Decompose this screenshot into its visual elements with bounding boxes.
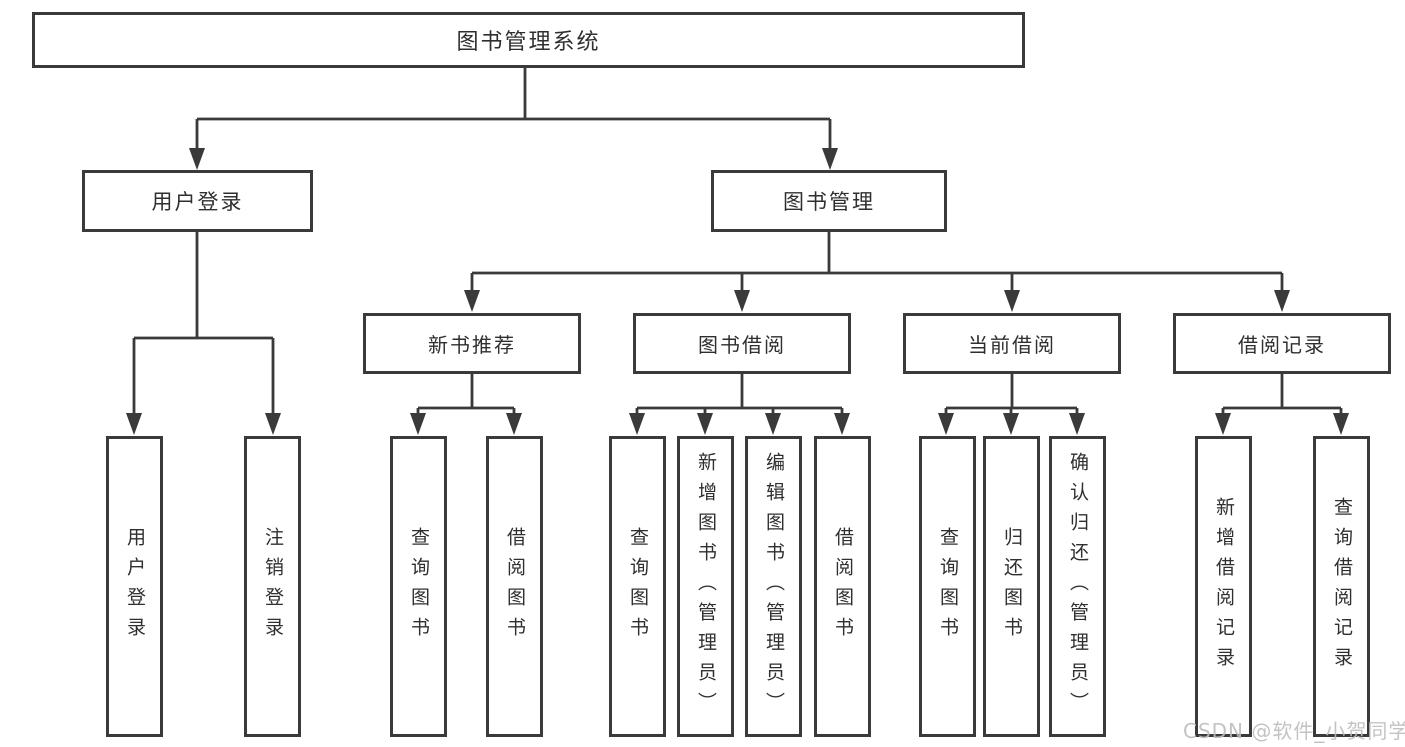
leaf-query-books-current: 查询图书 bbox=[919, 436, 976, 737]
csdn-watermark: CSDN @软件_小贺同学 bbox=[1183, 719, 1405, 743]
leaf-borrow-books-borrow: 借阅图书 bbox=[814, 436, 871, 737]
leaf-label: 确认归还（管理员） bbox=[1067, 451, 1089, 722]
node-borrowing-records: 借阅记录 bbox=[1173, 313, 1391, 374]
node-user-login: 用户登录 bbox=[82, 170, 313, 232]
arrowhead-group bbox=[126, 148, 1349, 435]
leaf-label: 查询图书 bbox=[627, 526, 649, 647]
leaf-query-books-borrow: 查询图书 bbox=[609, 436, 666, 737]
leaf-logout: 注销登录 bbox=[244, 436, 301, 737]
node-current-borrowing: 当前借阅 bbox=[903, 313, 1121, 374]
leaf-borrow-books-recommend: 借阅图书 bbox=[486, 436, 543, 737]
node-book-management: 图书管理 bbox=[711, 170, 947, 232]
leaf-label: 新增图书（管理员） bbox=[695, 451, 717, 722]
leaf-label: 注销登录 bbox=[262, 526, 284, 647]
leaf-label: 查询图书 bbox=[408, 526, 430, 647]
leaf-label: 借阅图书 bbox=[504, 526, 526, 647]
leaf-confirm-return-admin: 确认归还（管理员） bbox=[1049, 436, 1106, 737]
leaf-label: 借阅图书 bbox=[832, 526, 854, 647]
leaf-query-books-recommend: 查询图书 bbox=[390, 436, 447, 737]
leaf-query-borrow-record: 查询借阅记录 bbox=[1313, 436, 1370, 737]
leaf-label: 归还图书 bbox=[1001, 526, 1023, 647]
leaf-label: 编辑图书（管理员） bbox=[763, 451, 785, 722]
leaf-add-borrow-record: 新增借阅记录 bbox=[1195, 436, 1252, 737]
leaf-label: 新增借阅记录 bbox=[1213, 496, 1235, 677]
leaf-user-login: 用户登录 bbox=[106, 436, 163, 737]
leaf-add-books-admin: 新增图书（管理员） bbox=[677, 436, 734, 737]
node-new-book-recommendation: 新书推荐 bbox=[363, 313, 581, 374]
leaf-label: 用户登录 bbox=[124, 526, 146, 647]
leaf-label: 查询借阅记录 bbox=[1331, 496, 1353, 677]
leaf-return-books: 归还图书 bbox=[983, 436, 1040, 737]
leaf-edit-books-admin: 编辑图书（管理员） bbox=[745, 436, 802, 737]
node-book-borrowing: 图书借阅 bbox=[633, 313, 851, 374]
node-library-management-system: 图书管理系统 bbox=[32, 12, 1025, 68]
leaf-label: 查询图书 bbox=[937, 526, 959, 647]
